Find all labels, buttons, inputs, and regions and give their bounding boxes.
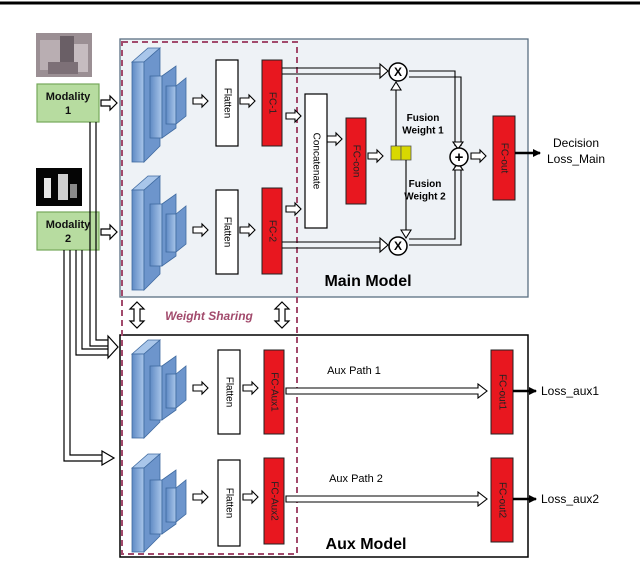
aux-path-arrows xyxy=(285,382,488,508)
fc-out-box xyxy=(492,115,516,201)
loss-aux2-label: Loss_aux2 xyxy=(541,492,599,506)
fc-out1-label: FC-out1 xyxy=(496,374,507,411)
flatten-label-main-2: Flatten xyxy=(221,217,232,248)
flatten-label-aux-2: Flatten xyxy=(223,488,234,519)
aux-model-title: Aux Model xyxy=(326,536,407,553)
fusion-weight-2-block xyxy=(400,145,412,161)
fusion-weight-1-block xyxy=(390,145,402,161)
fc-2-box xyxy=(261,187,283,275)
fc-con-box xyxy=(345,117,367,205)
cnn-block-main-1 xyxy=(130,47,187,163)
fc-aux1-box xyxy=(263,349,285,435)
fusion-arrowheads xyxy=(379,62,465,254)
multiply-node-1 xyxy=(388,62,408,82)
weight-sharing-region xyxy=(121,41,298,555)
small-hollow-arrows xyxy=(192,93,487,505)
fc-aux2-box xyxy=(263,457,285,545)
weight-sharing-arrows xyxy=(128,301,291,329)
flatten-box-aux-1 xyxy=(217,349,241,435)
fc-1-box xyxy=(261,59,283,147)
flatten-label-main-1: Flatten xyxy=(221,88,232,119)
flatten-box-aux-2 xyxy=(217,459,241,547)
flatten-box-main-2 xyxy=(215,189,239,275)
aux-feed-arrows xyxy=(63,122,110,462)
fc-con-label: FC-con xyxy=(350,145,361,178)
modality-2-image xyxy=(36,168,82,206)
concatenate-label: Concatenate xyxy=(310,133,321,190)
aux-feed-arrowheads xyxy=(101,334,119,467)
flatten-box-main-1 xyxy=(215,59,239,147)
concatenate-box xyxy=(304,93,328,229)
fc-out-label: FC-out xyxy=(498,143,509,174)
cnn-block-aux-1 xyxy=(130,339,187,439)
fusion-connections xyxy=(282,67,462,249)
modality-1-image xyxy=(36,33,92,77)
fc-aux1-label: FC-Aux1 xyxy=(268,372,279,412)
loss-main-label: Loss_Main xyxy=(547,152,605,166)
fc-1-label: FC-1 xyxy=(266,92,277,115)
decision-label: Decision xyxy=(553,136,599,150)
multiply-symbol-1: X xyxy=(394,65,402,79)
aux-path-1-label: Aux Path 1 xyxy=(327,365,381,377)
aux-model-panel xyxy=(119,334,529,558)
cnn-block-main-2 xyxy=(130,175,187,291)
loss-aux1-label: Loss_aux1 xyxy=(541,384,599,398)
fc-2-label: FC-2 xyxy=(266,220,277,243)
modality-1-box xyxy=(36,83,100,123)
aux-path-2-label: Aux Path 2 xyxy=(329,473,383,485)
modality-2-box xyxy=(36,211,100,251)
cnn-block-aux-2 xyxy=(130,453,187,553)
weight-sharing-label: Weight Sharing xyxy=(165,309,253,323)
modality-arrows xyxy=(100,94,118,241)
fc-aux2-label: FC-Aux2 xyxy=(268,481,279,521)
flatten-label-aux-1: Flatten xyxy=(223,377,234,408)
multiply-node-2 xyxy=(388,236,408,256)
add-node xyxy=(449,147,469,167)
multiply-symbol-2: X xyxy=(394,239,402,253)
main-model-title: Main Model xyxy=(324,273,411,290)
add-symbol: + xyxy=(455,149,464,166)
fc-out2-label: FC-out2 xyxy=(496,482,507,519)
